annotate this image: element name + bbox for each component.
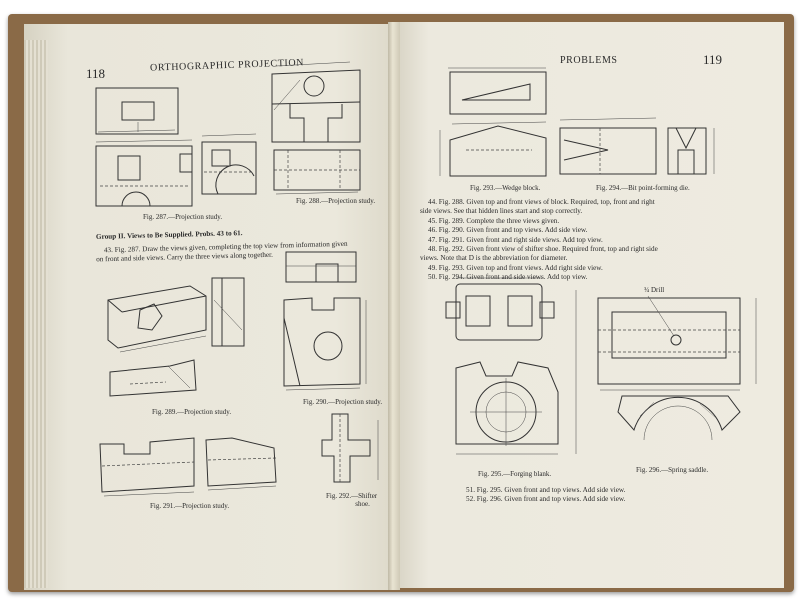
caption-fig-287: Fig. 287.—Projection study. xyxy=(143,213,223,221)
book-spine xyxy=(388,22,400,590)
right-page-number: 119 xyxy=(703,52,723,67)
fig-290-drawing xyxy=(283,251,367,391)
caption-fig-291: Fig. 291.—Projection study. xyxy=(150,502,230,510)
caption-fig-292: Fig. 292.—Shifter shoe. xyxy=(326,492,378,508)
left-page-number: 118 xyxy=(86,66,106,81)
page-edges xyxy=(24,40,48,588)
drill-note: ¾ Drill xyxy=(644,286,665,294)
fig-291-drawing xyxy=(99,437,277,497)
right-page xyxy=(398,22,784,588)
caption-fig-296: Fig. 296.—Spring saddle. xyxy=(636,466,709,474)
fig-296-drawing xyxy=(597,295,757,441)
caption-fig-294: Fig. 294.—Bit point-forming die. xyxy=(596,184,690,192)
caption-fig-289: Fig. 289.—Projection study. xyxy=(152,408,232,416)
fig-287-drawing xyxy=(95,87,257,207)
fig-292-drawing xyxy=(321,413,379,483)
fig-294-drawing xyxy=(559,117,715,175)
caption-fig-295: Fig. 295.—Forging blank. xyxy=(478,470,552,478)
problems-51-52: 51. Fig. 295. Given front and top views.… xyxy=(466,486,626,504)
caption-fig-288: Fig. 288.—Projection study. xyxy=(296,197,376,205)
right-running-header: PROBLEMS xyxy=(560,55,618,66)
caption-fig-290: Fig. 290.—Projection study. xyxy=(303,398,383,406)
fig-293-drawing xyxy=(439,67,547,177)
problems-44-50: 44. Fig. 288. Given top and front views … xyxy=(420,198,658,282)
fig-295-drawing xyxy=(445,277,577,455)
caption-fig-293: Fig. 293.—Wedge block. xyxy=(470,184,541,192)
fig-288-drawing xyxy=(271,61,361,195)
fig-289-drawing xyxy=(107,277,245,397)
